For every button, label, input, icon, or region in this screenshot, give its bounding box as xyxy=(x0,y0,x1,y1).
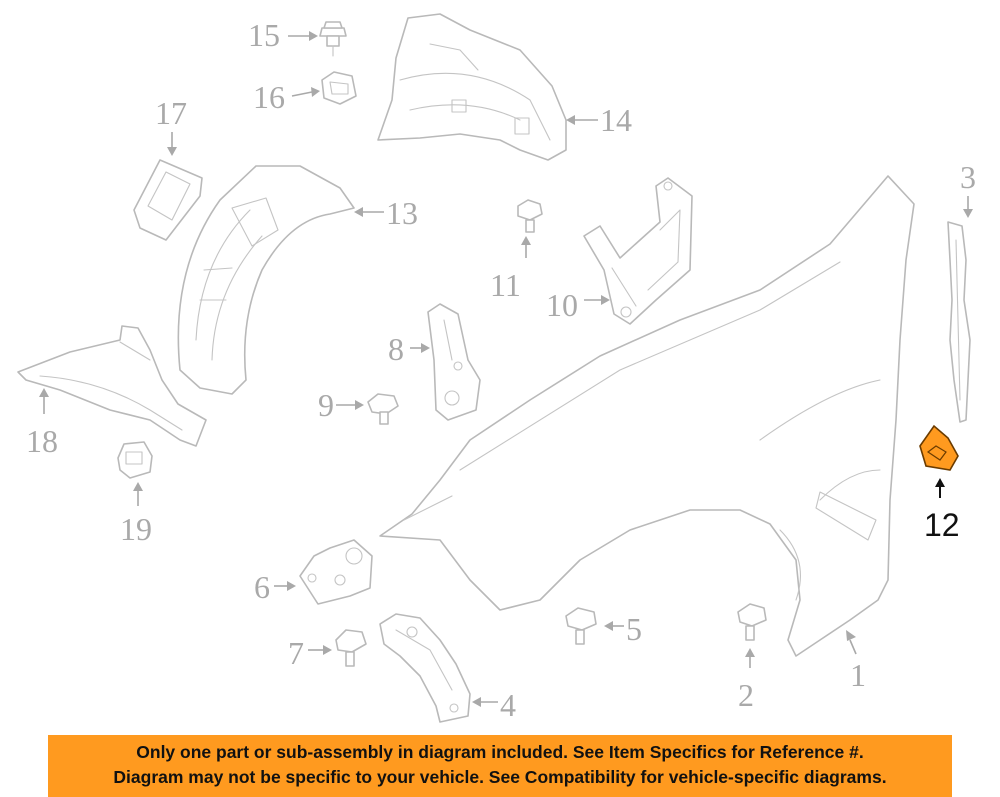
callout-9: 9 xyxy=(318,387,364,423)
callout-9-label: 9 xyxy=(318,387,334,423)
part-12-bracket-highlighted xyxy=(919,424,959,471)
callout-1: 1 xyxy=(846,630,866,693)
callout-17: 17 xyxy=(155,95,187,156)
part-1-fender xyxy=(379,175,915,657)
callout-14-label: 14 xyxy=(600,102,632,138)
callout-12: 12 xyxy=(924,478,960,543)
part-13-wheel-liner xyxy=(177,165,355,395)
callout-6-label: 6 xyxy=(254,569,270,605)
part-7-bolt xyxy=(335,629,367,667)
callout-4-label: 4 xyxy=(500,687,516,723)
part-3-seal-strip xyxy=(947,221,971,423)
callout-7-label: 7 xyxy=(288,635,304,671)
part-10-bracket xyxy=(583,177,693,325)
callout-15: 15 xyxy=(248,17,318,53)
callout-19-label: 19 xyxy=(120,511,152,547)
callout-3: 3 xyxy=(960,159,976,218)
callout-10: 10 xyxy=(546,287,610,323)
part-18-under-shield xyxy=(17,325,207,447)
callout-8-label: 8 xyxy=(388,331,404,367)
callout-11-label: 11 xyxy=(490,267,521,303)
callout-18-label: 18 xyxy=(26,423,58,459)
callout-2-label: 2 xyxy=(738,677,754,713)
callout-4: 4 xyxy=(472,687,516,723)
part-9-bolt xyxy=(367,393,399,425)
part-5-bolt xyxy=(565,607,597,645)
callout-19: 19 xyxy=(120,482,152,547)
part-8-bracket xyxy=(427,303,481,421)
callout-15-label: 15 xyxy=(248,17,280,53)
callout-11: 11 xyxy=(490,236,531,303)
disclaimer-line-1: Only one part or sub-assembly in diagram… xyxy=(136,742,864,762)
callout-18: 18 xyxy=(26,388,58,459)
part-2-bolt xyxy=(737,603,767,641)
callout-5-label: 5 xyxy=(626,611,642,647)
part-15-bolt xyxy=(319,21,347,57)
part-11-bolt xyxy=(517,199,543,233)
callout-13-label: 13 xyxy=(386,195,418,231)
callout-5: 5 xyxy=(604,611,642,647)
disclaimer-line-2: Diagram may not be specific to your vehi… xyxy=(113,767,887,787)
callout-2: 2 xyxy=(738,648,755,713)
callout-7: 7 xyxy=(288,635,332,671)
callout-3-label: 3 xyxy=(960,159,976,195)
callout-17-label: 17 xyxy=(155,95,187,131)
part-19-clip-nut xyxy=(117,441,153,479)
part-4-bracket xyxy=(379,613,471,723)
disclaimer-banner: Only one part or sub-assembly in diagram… xyxy=(48,735,952,797)
callout-1-label: 1 xyxy=(850,657,866,693)
callout-6: 6 xyxy=(254,569,296,605)
callout-16-label: 16 xyxy=(253,79,285,115)
part-16-clip-nut xyxy=(321,71,357,105)
callout-12-label: 12 xyxy=(924,507,960,543)
callout-8: 8 xyxy=(388,331,430,367)
part-17-panel xyxy=(133,159,203,241)
part-6-bracket xyxy=(299,539,373,605)
callout-10-label: 10 xyxy=(546,287,578,323)
callout-14: 14 xyxy=(566,102,632,138)
callout-13: 13 xyxy=(354,195,418,231)
part-14-wheel-liner xyxy=(377,13,567,161)
callout-16: 16 xyxy=(253,79,320,115)
